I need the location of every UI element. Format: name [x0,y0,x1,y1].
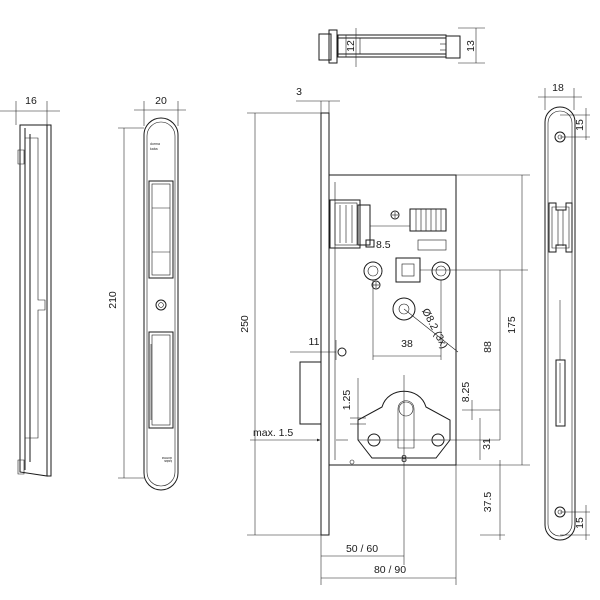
strike-top-label: 15 [574,119,586,131]
faceplate-width-label: 20 [155,95,167,107]
brand-upper-line1: dorma [150,142,160,146]
side-width-label: 16 [25,95,37,107]
faceplate-front: 20 210 dorma kaba dorma kaba [107,95,186,491]
screw-holes-label: Ø8.2 (3x) [419,306,450,350]
faceplate-height-label: 210 [107,291,119,309]
handle-hole-right-icon [431,261,451,281]
spindle-label: 8.5 [376,239,391,251]
spindle-square-icon [395,257,421,283]
screw-mid-icon [371,280,381,290]
brand-lower-line1: dorma [162,456,172,460]
handle-hole-left-icon [363,261,383,281]
overall-height-label: 250 [239,315,251,333]
strike-width-label: 18 [552,82,564,94]
plate-thickness-label: 3 [296,86,302,98]
bottom-distance-label: 37.5 [482,492,494,513]
cylinder-center-label: 31 [481,438,493,450]
total-lever-height-label: 175 [506,316,518,334]
side-profile: 16 [0,95,60,477]
faceplate-screw-icon [155,299,167,311]
strike-plate: 18 15 15 [538,82,590,541]
handle-to-cylinder-label: 88 [482,341,494,353]
backset-long-label: 80 / 90 [374,564,406,576]
hole-spacing-label: 38 [401,338,413,350]
screw-side-icon [337,347,347,357]
cap-total-label: 13 [465,40,477,52]
top-view: 12 13 [318,27,485,67]
cap-height-label: 12 [345,40,357,52]
plate-offset-label: max. 1.5 [253,427,293,439]
lower-offset-label: 8.25 [460,382,472,403]
edge-offset-label: 11 [309,336,320,348]
brand-lower-line2: kaba [164,459,172,463]
brand-upper-line2: kaba [150,147,158,151]
backset-short-label: 50 / 60 [346,543,378,555]
strike-bottom-label: 15 [574,517,586,529]
strike-screw-top-icon [554,131,566,143]
cylinder-depth-label: 1.25 [341,390,353,411]
follower-hub-icon [392,297,416,321]
screw-upper-icon [390,210,400,220]
lock-body: 3 250 8.5 [239,86,530,585]
